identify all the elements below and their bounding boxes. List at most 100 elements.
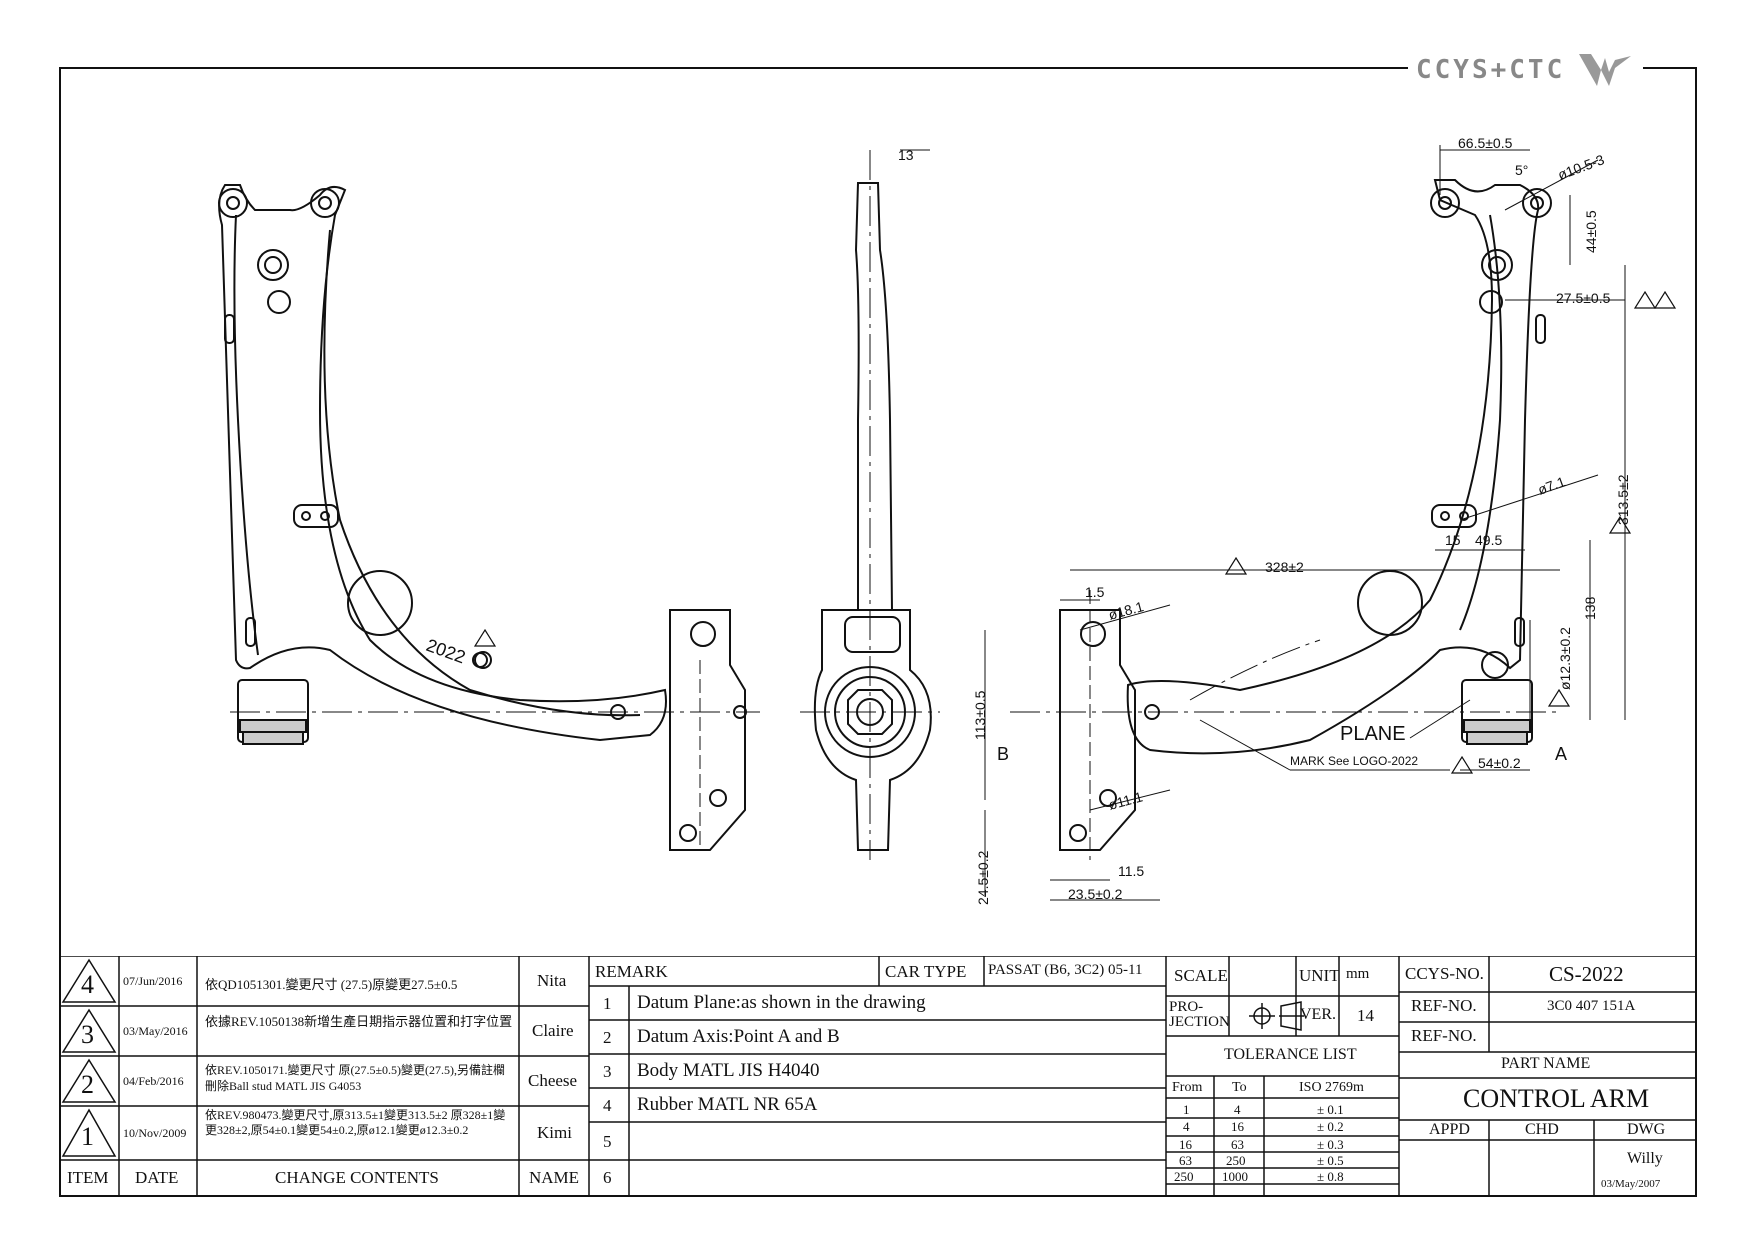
ccys-no-label: CCYS-NO.: [1405, 964, 1484, 983]
dim-15: 15: [1445, 532, 1461, 548]
tol-from-2: 4: [1183, 1119, 1190, 1134]
remark-text-1: Datum Plane:as shown in the drawing: [637, 992, 926, 1013]
ccys-no-value: CS-2022: [1549, 962, 1624, 986]
part-name-label: PART NAME: [1501, 1055, 1591, 1072]
dim-44: 44±0.5: [1583, 210, 1599, 253]
unit-value: mm: [1346, 966, 1370, 982]
rev-triangle-icon: [1608, 515, 1632, 534]
dwg-date: 03/May/2007: [1601, 1178, 1661, 1190]
stamp-mark: [474, 651, 492, 669]
tol-val-3: ± 0.3: [1317, 1137, 1344, 1152]
remark-num-2: 2: [603, 1028, 612, 1047]
rev-contents-2: 依REV.1050171.變更尺寸 原(27.5±0.5)變更(27.5),另備…: [205, 1063, 506, 1093]
ver-label: VER.: [1300, 1006, 1336, 1023]
dim-1-5: 1.5: [1085, 584, 1105, 600]
tol-from-4: 63: [1179, 1153, 1192, 1168]
rev-item-1: 1: [81, 1122, 94, 1151]
label-datum-a: A: [1555, 744, 1567, 764]
rev-name-4: Nita: [537, 971, 567, 990]
part-name-value: CONTROL ARM: [1463, 1084, 1650, 1113]
tol-to-2: 16: [1231, 1119, 1244, 1134]
dim-dia-7-1: ø7.1: [1536, 473, 1568, 498]
bushing-side-view: [669, 609, 747, 851]
tol-header-iso: ISO 2769m: [1299, 1080, 1364, 1095]
label-plane: PLANE: [1340, 723, 1406, 745]
scale-label: SCALE: [1174, 966, 1228, 985]
rev-triangle-icon: [1653, 290, 1677, 309]
company-logo: CCYS+CTC: [1408, 52, 1644, 88]
tol-from-3: 16: [1179, 1137, 1192, 1152]
dim-328: 328±2: [1265, 559, 1304, 575]
revision-triangles: [473, 290, 1677, 774]
rev-header-item: ITEM: [67, 1168, 109, 1187]
rev-date-2: 04/Feb/2016: [123, 1074, 184, 1088]
rev-date-4: 07/Jun/2016: [123, 974, 183, 988]
rev-item-2: 2: [81, 1070, 94, 1099]
tol-val-1: ± 0.1: [1317, 1102, 1344, 1117]
ref-no-value-1: 3C0 407 151A: [1547, 998, 1636, 1014]
dim-dia-18-1: ø18.1: [1107, 598, 1146, 623]
rev-date-3: 03/May/2016: [123, 1024, 188, 1038]
logo-text: CCYS+CTC: [1416, 55, 1566, 85]
rev-name-1: Kimi: [537, 1123, 572, 1142]
technical-drawing: 13 66.5±0.5 5° ø10.5-3 44±0.5 27.5±0.5 3…: [218, 135, 1677, 905]
dim-138: 138: [1582, 596, 1598, 620]
tol-from-5: 250: [1174, 1169, 1194, 1184]
rev-triangle-icon: [1224, 556, 1248, 575]
ctc-logo-icon: [1579, 54, 1632, 86]
dim-66-5: 66.5±0.5: [1458, 135, 1513, 151]
dim-24-5: 24.5±0.2: [975, 850, 991, 905]
tol-val-5: ± 0.8: [1317, 1169, 1344, 1184]
remark-text-2: Datum Axis:Point A and B: [637, 1026, 840, 1047]
car-type-label: CAR TYPE: [885, 962, 967, 981]
rev-item-3: 3: [81, 1020, 94, 1049]
rev-date-1: 10/Nov/2009: [123, 1126, 187, 1140]
tol-val-2: ± 0.2: [1317, 1119, 1344, 1134]
remark-text-4: Rubber MATL NR 65A: [637, 1094, 818, 1115]
dim-313-5: 313.5±2: [1615, 474, 1631, 525]
rev-name-3: Claire: [532, 1021, 574, 1040]
left-arm-view: [218, 184, 760, 745]
appd-label: APPD: [1429, 1121, 1470, 1138]
title-block: 4 07/Jun/2016 依QD1051301.變更尺寸 (27.5)原變更2…: [59, 956, 1697, 1197]
middle-edge-view: [800, 150, 940, 860]
tol-from-1: 1: [1183, 1102, 1190, 1117]
dim-23-5: 23.5±0.2: [1068, 886, 1123, 902]
dim-dia-10-5: ø10.5-3: [1556, 151, 1607, 183]
remark-num-6: 6: [603, 1168, 612, 1187]
remark-label: REMARK: [595, 962, 668, 981]
tol-to-5: 1000: [1222, 1169, 1248, 1184]
rev-item-4: 4: [81, 970, 94, 999]
rev-contents-4: 依QD1051301.變更尺寸 (27.5)原變更27.5±0.5: [205, 977, 458, 992]
dwg-label: DWG: [1627, 1121, 1666, 1138]
tol-val-4: ± 0.5: [1317, 1153, 1344, 1168]
tol-to-1: 4: [1234, 1102, 1241, 1117]
ref-no-label-1: REF-NO.: [1411, 996, 1477, 1015]
ver-value: 14: [1357, 1006, 1374, 1025]
rev-header-contents: CHANGE CONTENTS: [275, 1168, 439, 1187]
tol-to-3: 63: [1231, 1137, 1244, 1152]
projection-label: PRO- JECTION: [1169, 999, 1230, 1030]
rev-triangle-icon: [1633, 290, 1657, 309]
dim-27-5: 27.5±0.5: [1556, 290, 1611, 306]
dwg-name: Willy: [1627, 1150, 1663, 1167]
dim-thickness: 13: [898, 147, 914, 163]
remark-num-3: 3: [603, 1062, 612, 1081]
dim-113: 113±0.5: [972, 690, 988, 740]
remark-num-5: 5: [603, 1132, 612, 1151]
unit-label: UNIT: [1299, 966, 1340, 985]
tol-to-4: 250: [1226, 1153, 1246, 1168]
tol-header-to: To: [1232, 1080, 1247, 1095]
rev-contents-3: 依據REV.1050138新增生產日期指示器位置和打字位置: [205, 1014, 513, 1029]
rev-header-name: NAME: [529, 1168, 580, 1187]
rev-triangle-icon: [1547, 688, 1571, 707]
label-mark: MARK See LOGO-2022: [1290, 754, 1418, 768]
remark-text-3: Body MATL JIS H4040: [637, 1060, 820, 1081]
car-type-value: PASSAT (B6, 3C2) 05-11: [988, 962, 1143, 978]
dimension-lines: [900, 145, 1626, 901]
dim-dia-12-3: ø12.3±0.2: [1557, 627, 1573, 690]
chd-label: CHD: [1525, 1121, 1559, 1138]
label-datum-b: B: [997, 744, 1009, 764]
rev-triangle-icon: [473, 628, 497, 647]
dim-11-5: 11.5: [1118, 863, 1144, 879]
